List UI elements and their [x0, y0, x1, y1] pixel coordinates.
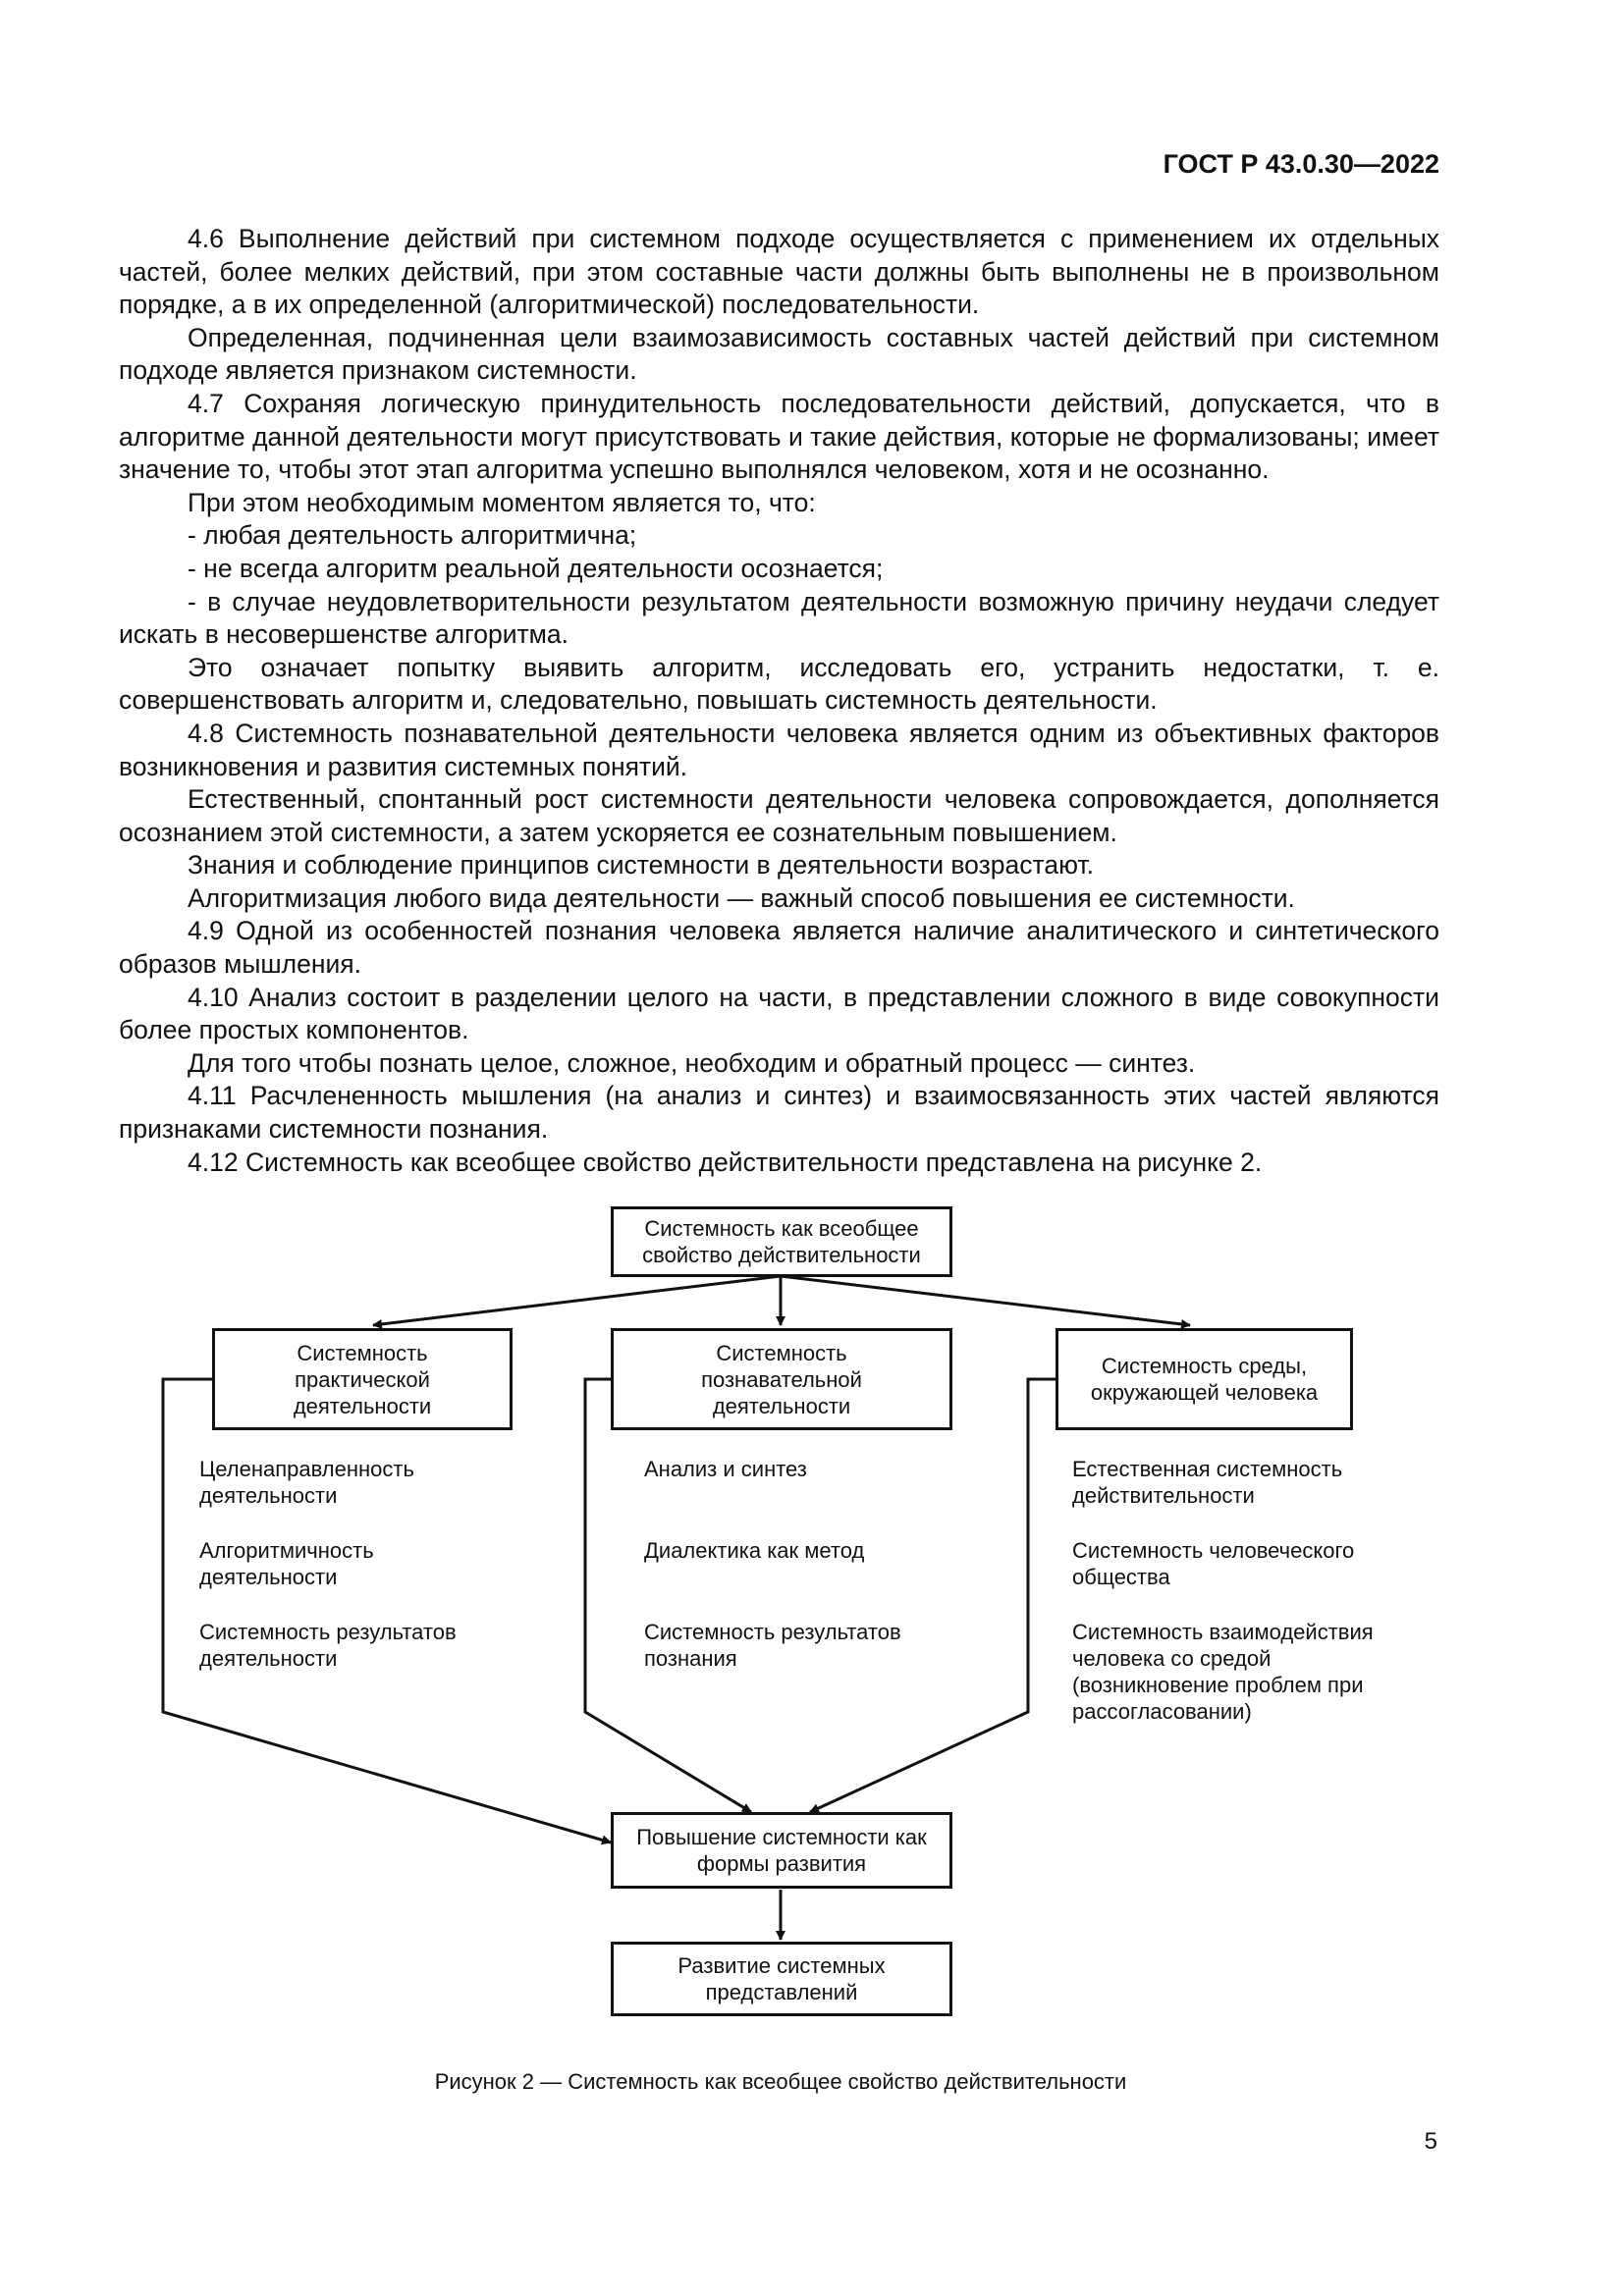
page-number: 5 — [1424, 2128, 1437, 2155]
paragraph: 4.12 Системность как всеобщее свойство д… — [188, 1147, 1263, 1177]
right-item: Системность взаимодействия человека со с… — [1072, 1620, 1374, 1724]
paragraph: Алгоритмизация любого вида деятельности … — [188, 882, 1295, 913]
box-environment: Системность среды, окружающей человека — [1056, 1328, 1353, 1430]
box-development: Развитие системных представлений — [611, 1942, 952, 2016]
right-item: Системность человеческого общества — [1072, 1538, 1355, 1589]
middle-item: Системность результатов познания — [644, 1620, 901, 1671]
paragraph: При этом необходимым моментом является т… — [188, 487, 816, 517]
paragraph: 4.10 Анализ состоит в разделении целого … — [119, 982, 1439, 1045]
body-text: 4.6 Выполнение действий при системном по… — [119, 223, 1439, 1179]
middle-item: Диалектика как метод — [644, 1538, 865, 1563]
list-item: - любая деятельность алгоритмична; — [188, 520, 637, 551]
paragraph: 4.11 Расчлененность мышления (на анализ … — [119, 1081, 1439, 1145]
paragraph: 4.9 Одной из особенностей познания челов… — [119, 916, 1439, 980]
arrow-top-to-left — [372, 1274, 782, 1329]
left-item: Целенаправленность деятельности — [199, 1457, 414, 1508]
left-item: Алгоритмичность деятельности — [199, 1538, 374, 1589]
figure-caption: Рисунок 2 — Системность как всеобщее сво… — [434, 2069, 1127, 2094]
left-item: Системность результатов деятельности — [199, 1620, 457, 1671]
list-item: - в случае неудовлетворительности резуль… — [119, 586, 1439, 650]
paragraph: Определенная, подчиненная цели взаимозав… — [119, 322, 1439, 386]
right-item: Естественная системность действительност… — [1072, 1457, 1343, 1508]
arrow-middle-to-increase — [583, 1377, 752, 1814]
arrow-left-to-increase — [161, 1377, 612, 1845]
box-practical: Системность практической деятельности — [212, 1328, 513, 1430]
paragraph: Это означает попытку выявить алгоритм, и… — [119, 652, 1439, 716]
paragraph: Знания и соблюдение принципов системност… — [188, 850, 1094, 881]
box-cognitive: Системность познавательной деятельности — [611, 1328, 952, 1430]
box-top: Системность как всеобщее свойство действ… — [611, 1206, 952, 1277]
paragraph: Естественный, спонтанный рост системност… — [119, 784, 1439, 847]
arrow-right-to-increase — [809, 1377, 1056, 1814]
paragraph: Для того чтобы познать целое, сложное, н… — [188, 1047, 1196, 1078]
paragraph: 4.6 Выполнение действий при системном по… — [119, 224, 1439, 320]
document-id: ГОСТ Р 43.0.30—2022 — [1163, 149, 1439, 179]
paragraph: 4.7 Сохраняя логическую принудительность… — [119, 388, 1439, 485]
list-item: - не всегда алгоритм реальной деятельнос… — [188, 553, 884, 583]
paragraph: 4.8 Системность познавательной деятельно… — [119, 718, 1439, 781]
box-increase: Повышение системности как формы развития — [611, 1812, 952, 1889]
middle-item: Анализ и синтез — [644, 1457, 807, 1481]
arrow-top-to-right — [780, 1274, 1191, 1329]
